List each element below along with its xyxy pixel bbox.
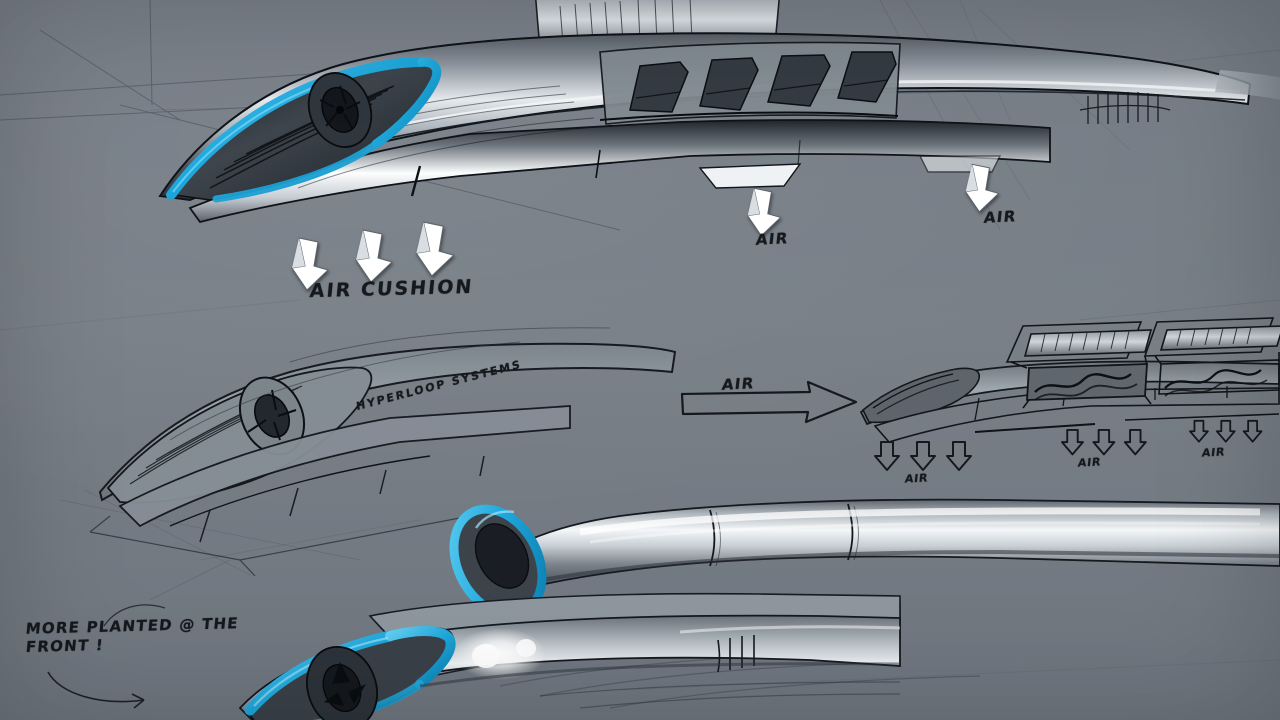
label-air-jet-2: AIR xyxy=(1077,455,1102,470)
air-cushion-arrow-2 xyxy=(355,229,393,283)
compressor-block-1 xyxy=(1026,363,1148,401)
sketch-lower-front xyxy=(238,592,901,720)
rear-bellows xyxy=(1079,92,1171,124)
tube-nose-ring xyxy=(449,504,547,620)
label-air-center: AIR xyxy=(754,229,790,249)
air-flow-arrow xyxy=(680,380,858,424)
side-vent-slats xyxy=(717,635,755,673)
label-air-cushion: AIR CUSHION xyxy=(308,275,475,303)
label-air-jet-3: AIR xyxy=(1201,445,1226,460)
air-arrow-center xyxy=(746,187,782,237)
air-jet-group-3 xyxy=(1189,419,1263,443)
air-cushion-arrow-3 xyxy=(415,221,455,277)
air-jet-group-1 xyxy=(874,441,972,471)
note-leader-line xyxy=(47,604,166,709)
line-study-intake xyxy=(106,366,373,504)
air-cushion-arrow-1 xyxy=(291,237,329,291)
sketch-line-study xyxy=(89,327,677,577)
air-jet-group-2 xyxy=(1061,428,1147,456)
label-air-flow: AIR xyxy=(720,374,756,394)
sketch-main-cutaway xyxy=(158,0,1280,224)
intake-turbine xyxy=(307,72,373,148)
note-more-planted: MORE PLANTED @ THE FRONT ! xyxy=(24,614,240,657)
roof-module-2 xyxy=(1143,317,1280,357)
label-air-right: AIR xyxy=(982,207,1018,227)
lower-intake-turbine xyxy=(306,645,378,720)
interior-cutaway xyxy=(599,41,901,125)
sketch-technical-side xyxy=(859,317,1280,443)
underside-air-ports xyxy=(698,155,1002,189)
roof-module-1 xyxy=(1005,321,1153,363)
air-arrow-right xyxy=(964,163,1000,213)
